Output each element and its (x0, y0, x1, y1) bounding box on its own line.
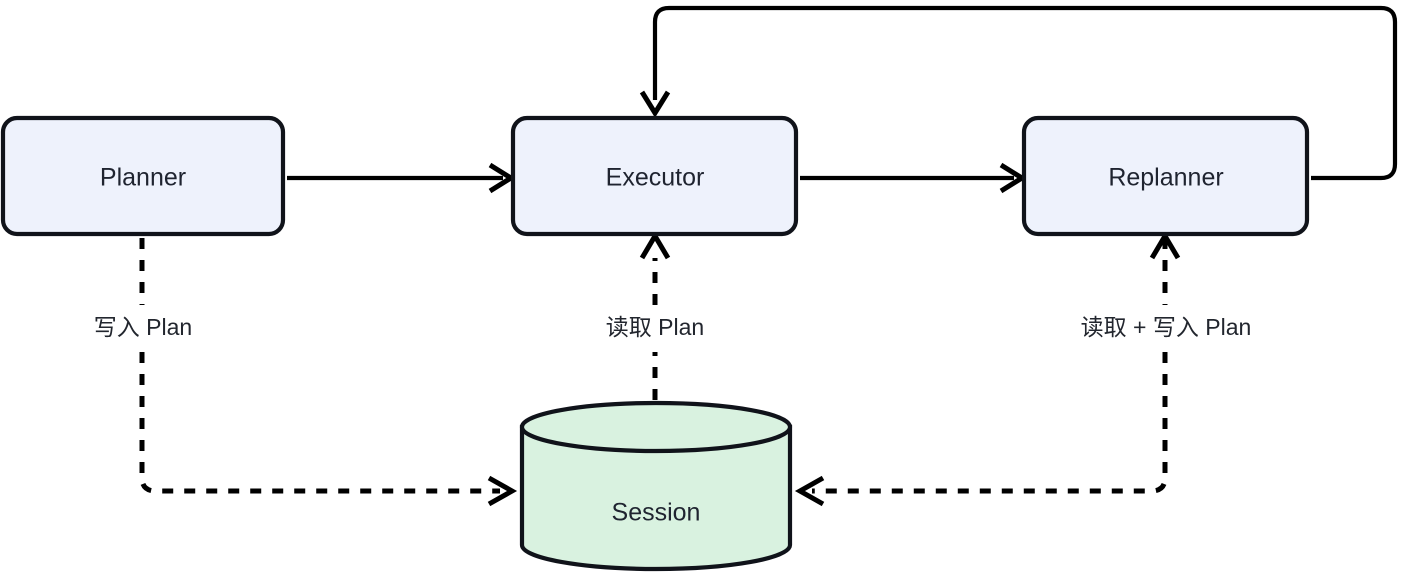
edge-session-replanner (794, 231, 1181, 507)
read-plan-text: 读取 Plan (606, 314, 704, 340)
planner-box[interactable] (0, 115, 286, 237)
arrow-head-icon (487, 475, 518, 507)
edge-label-read-plan: 读取 Plan (580, 309, 730, 349)
edge-line (652, 5, 1398, 181)
executor-box[interactable] (510, 115, 799, 237)
node-planner[interactable]: Planner (0, 115, 286, 237)
node-replanner[interactable]: Replanner (1021, 115, 1310, 237)
arrow-head-icon (639, 231, 671, 260)
session-label: Session (612, 499, 701, 527)
session-cylinder-top[interactable] (519, 400, 793, 454)
session-cylinder-body[interactable] (519, 424, 793, 572)
edge-label-read-write-plan: 读取 + 写入 Plan (1055, 309, 1277, 349)
planner-label: Planner (100, 164, 186, 192)
edge-planner-to-executor (287, 162, 516, 194)
executor-label: Executor (606, 164, 705, 192)
edge-planner-to-session (139, 238, 518, 507)
node-executor[interactable]: Executor (510, 115, 799, 237)
arrow-head-icon (639, 90, 671, 118)
label-backdrop (1055, 309, 1277, 349)
arrow-head-icon-left (794, 475, 825, 507)
label-backdrop (580, 309, 730, 349)
write-plan-text: 写入 Plan (94, 314, 192, 340)
node-session[interactable]: Session (519, 400, 793, 572)
read-write-plan-text: 读取 + 写入 Plan (1081, 314, 1252, 340)
edge-line-down (812, 238, 1168, 494)
label-backdrop (68, 309, 218, 349)
edge-label-write-plan: 写入 Plan (68, 309, 218, 349)
replanner-label: Replanner (1108, 164, 1223, 192)
edge-executor-to-replanner (800, 162, 1027, 194)
edge-replanner-to-executor-feedback (639, 5, 1398, 181)
edge-line (139, 238, 500, 494)
replanner-box[interactable] (1021, 115, 1310, 237)
